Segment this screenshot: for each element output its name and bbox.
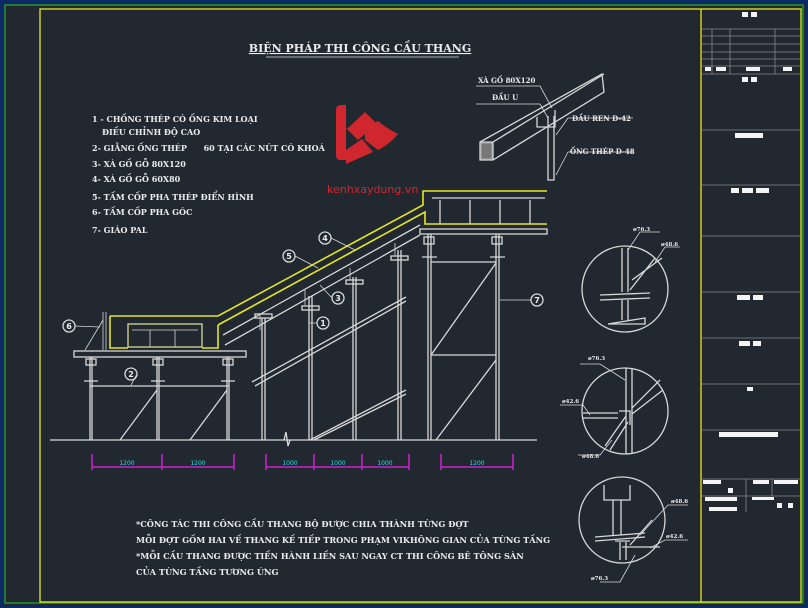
sheet-background (3, 3, 805, 605)
legend-list: 1 - CHỐNG THÉP CÓ ỐNG KIM LOẠI ĐIỀU CHỈN… (92, 114, 326, 235)
watermark-text: kenhxaydung.vn (327, 183, 418, 196)
detail-label: ø42.6 (666, 534, 683, 540)
circle-detail-1: ø76.3 ø48.6 (581, 227, 680, 333)
dimension-label: 1200 (469, 460, 484, 467)
label-dau-u: ĐẦU U (492, 92, 518, 102)
legend-item: ĐIỀU CHỈNH ĐỘ CAO (102, 127, 200, 137)
legend-item: 2- GIẰNG ỐNG THÉP 60 TẠI CÁC NÚT CÓ KHOÁ (92, 143, 326, 153)
legend-item: 6- TẤM CỐP PHA GÓC (92, 207, 192, 217)
drawing-title: BIỆN PHÁP THI CÔNG CẦU THANG (249, 40, 471, 55)
drawing-frame (39, 8, 802, 603)
legend-item: 3- XÀ GỒ GỖ 80X120 (92, 158, 186, 169)
detail-label: ø42.6 (562, 399, 579, 405)
label-ong-thep: ỐNG THÉP D-48 (570, 146, 635, 156)
callout-4: 4 (322, 234, 328, 243)
dimension-label: 1000 (282, 460, 297, 467)
note-line: *CÔNG TÁC THI CÔNG CẦU THANG BỘ ĐƯỢC CHI… (136, 519, 470, 529)
detail-label: ø76.3 (591, 576, 608, 582)
kenhxaydung-logo: kenhxaydung.vn (327, 105, 418, 196)
detail-label: ø48.6 (671, 499, 688, 505)
outer-border (4, 4, 804, 604)
legend-item: 4- XÀ GỒ GỖ 60X80 (92, 173, 181, 184)
detail-label: ø48.6 (582, 454, 599, 460)
dimension-label: 1200 (119, 460, 134, 467)
legend-item: 7- GIÁO PAL (92, 225, 148, 235)
detail-label: ø48.6 (661, 242, 678, 248)
label-dau-ren: ĐẦU REN D-42 (572, 113, 631, 123)
dimension-label: 1000 (377, 460, 392, 467)
title-block-text-blocks (703, 12, 798, 511)
construction-notes: *CÔNG TÁC THI CÔNG CẦU THANG BỘ ĐƯỢC CHI… (136, 519, 550, 577)
note-line: *MỖI CẦU THANG ĐƯỢC TIẾN HÀNH LIỀN SAU N… (136, 550, 524, 561)
beam-head-detail: XÀ GỒ 80X120 ĐẦU U ĐẦU REN D-42 ỐNG THÉP… (476, 72, 635, 181)
callout-7: 7 (534, 296, 540, 305)
callout-6: 6 (66, 322, 72, 331)
dimension-label: 1000 (330, 460, 345, 467)
label-xa-go: XÀ GỒ 80X120 (478, 75, 535, 85)
dimension-label: 1200 (190, 460, 205, 467)
dimension-lines: 1200 1200 1000 1000 1000 1200 (91, 454, 514, 470)
legend-item: 1 - CHỐNG THÉP CÓ ỐNG KIM LOẠI (92, 114, 258, 124)
circle-detail-2: ø76.3 ø42.6 ø48.6 (560, 356, 669, 460)
legend-item: 5- TẤM CỐP PHA THÉP ĐIỂN HÌNH (92, 191, 254, 202)
callout-1: 1 (320, 319, 326, 328)
stair-formwork-elevation: 1 2 3 4 5 6 7 (50, 190, 548, 447)
note-line: MỖI ĐỢT GỒM HAI VẾ THANG KẾ TIẾP TRONG P… (136, 534, 550, 545)
detail-label: ø76.3 (633, 227, 650, 233)
callout-markers: 1 2 3 4 5 6 7 (62, 231, 544, 386)
circle-detail-3: ø48.6 ø42.6 ø76.3 (578, 476, 688, 583)
callout-2: 2 (128, 370, 134, 379)
callout-5: 5 (286, 252, 292, 261)
callout-3: 3 (335, 294, 341, 303)
note-line: CỦA TỪNG TẦNG TƯƠNG ỨNG (136, 567, 279, 577)
detail-label: ø76.3 (588, 356, 605, 362)
title-block (702, 28, 800, 512)
